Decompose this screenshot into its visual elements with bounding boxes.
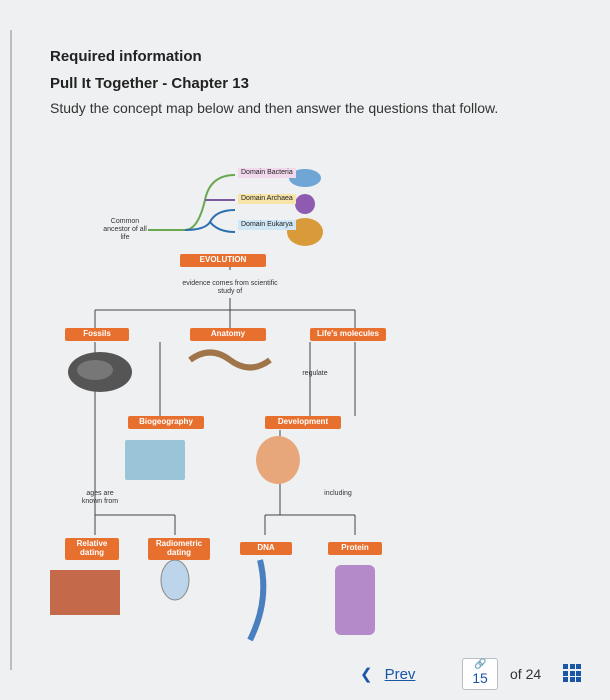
including-text: including — [324, 490, 352, 497]
instructions-text: Study the concept map below and then ans… — [50, 100, 499, 116]
relative-dating-label: Relative dating — [65, 538, 119, 560]
required-info-label: Required information — [50, 48, 202, 65]
ages-known-text: ages are known from — [81, 490, 119, 506]
grid-icon[interactable] — [563, 664, 581, 682]
biogeography-label: Biogeography — [128, 416, 204, 429]
anatomy-label: Anatomy — [190, 328, 266, 341]
question-header: Required information Pull It Together - … — [50, 48, 498, 116]
link-icon: 🔗 — [474, 659, 487, 670]
page-selector[interactable]: 🔗 15 — [462, 658, 498, 690]
domain-bacteria-label: Domain Bacteria — [238, 168, 296, 178]
dna-label: DNA — [240, 542, 292, 555]
lifes-molecules-label: Life's molecules — [310, 328, 386, 341]
regulate-text: regulate — [302, 370, 328, 377]
evidence-text: evidence comes from scientific study of — [182, 280, 278, 296]
common-ancestor-label: Common ancestor of all life — [103, 218, 147, 242]
page-title: Pull It Together - Chapter 13 — [50, 75, 249, 92]
radiometric-dating-label: Radiometric dating — [148, 538, 210, 560]
domain-archaea-label: Domain Archaea — [238, 194, 296, 204]
evolution-label: EVOLUTION — [180, 254, 266, 267]
left-divider — [10, 30, 12, 670]
page-total-label: of 24 — [510, 666, 542, 682]
domain-eukarya-label: Domain Eukarya — [238, 220, 296, 230]
development-label: Development — [265, 416, 341, 429]
concept-map: Common ancestor of all life Domain Bacte… — [40, 140, 420, 660]
chevron-left-icon: ❮ — [360, 666, 373, 683]
fossils-label: Fossils — [65, 328, 129, 341]
prev-button[interactable]: ❮ Prev — [360, 656, 415, 692]
concept-map-lines — [50, 169, 375, 642]
current-page-number: 15 — [472, 670, 488, 686]
protein-label: Protein — [328, 542, 382, 555]
prev-label: Prev — [384, 665, 416, 683]
